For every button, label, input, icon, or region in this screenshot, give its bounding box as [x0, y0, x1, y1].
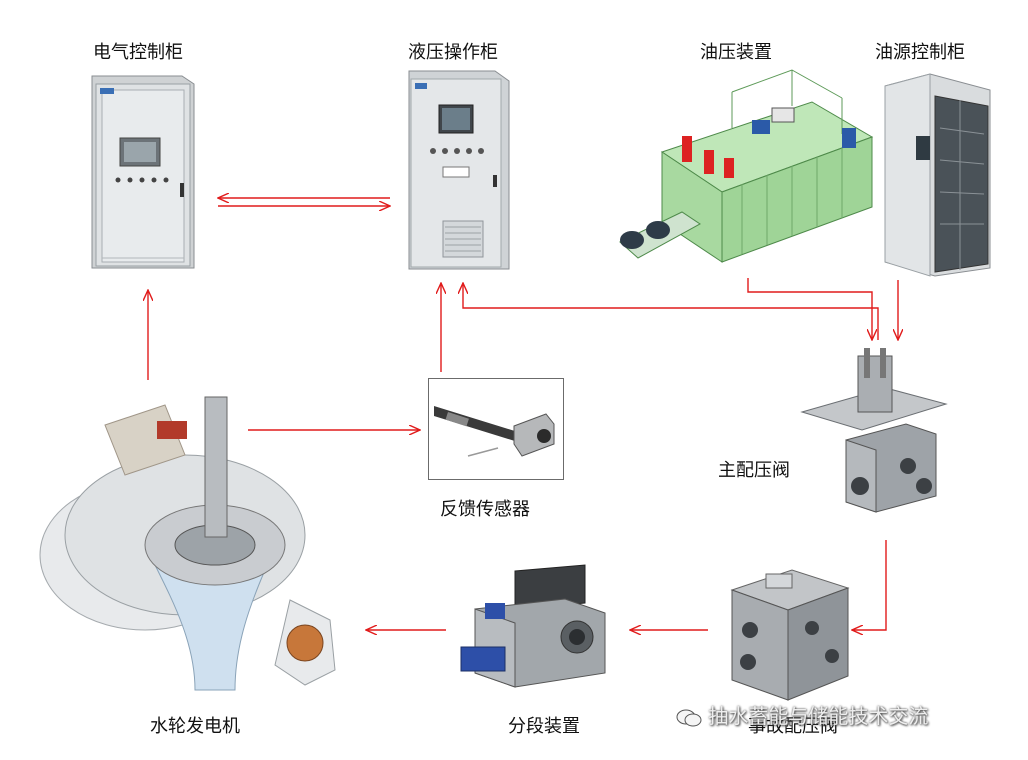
wechat-icon	[676, 708, 702, 728]
hydraulic-cabinet-image	[408, 70, 510, 270]
arrow-mainvalve-to-hydraulic	[463, 283, 879, 340]
main-valve-image	[800, 348, 948, 513]
label-accident-valve: 事故配压阀	[748, 716, 838, 737]
watermark: 抽水蓄能与储能技术交流	[676, 700, 928, 729]
segment-device-image	[460, 564, 606, 688]
oil-source-cabinet-image	[884, 73, 991, 277]
label-turbine-generator: 水轮发电机	[150, 716, 240, 737]
arrow-oilpressure-to-mainvalve	[747, 278, 872, 340]
accident-valve-image	[730, 569, 850, 701]
label-segment-device: 分段装置	[508, 716, 580, 737]
label-oil-pressure-device: 油压装置	[700, 42, 772, 63]
label-oil-source-cabinet: 油源控制柜	[875, 42, 965, 63]
watermark-text: 抽水蓄能与储能技术交流	[708, 704, 929, 728]
feedback-sensor-image	[428, 378, 564, 480]
turbine-generator-image	[39, 396, 336, 691]
label-hydraulic-cabinet: 液压操作柜	[408, 42, 498, 63]
label-feedback-sensor: 反馈传感器	[440, 499, 530, 520]
oil-pressure-device-image	[619, 69, 874, 263]
label-electric-cabinet: 电气控制柜	[93, 42, 183, 63]
label-main-valve: 主配压阀	[718, 460, 790, 481]
arrow-mainvalve-to-accident	[852, 540, 887, 630]
electric-cabinet-image	[91, 75, 195, 269]
